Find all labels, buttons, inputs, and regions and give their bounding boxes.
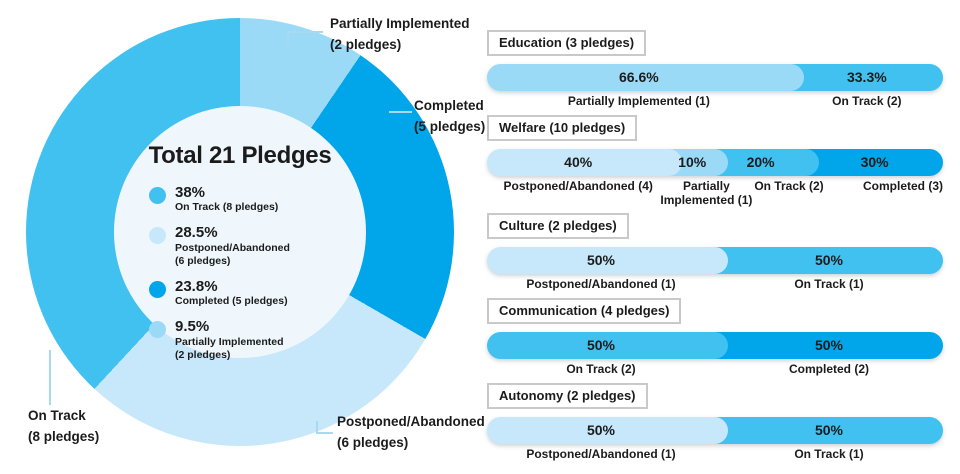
category-group: Autonomy (2 pledges) 50% 50% Postponed/Aban… xyxy=(487,382,943,462)
bar-segment xyxy=(487,148,683,176)
bar-segment xyxy=(487,416,728,444)
bar-segment xyxy=(715,148,820,176)
category-box: Education (3 pledges) xyxy=(487,30,647,56)
bar-segment-label: Postponed/Abandoned (1) xyxy=(487,446,715,462)
bar-segment-label-text: On Track (1) xyxy=(794,277,864,292)
stacked-bar: 50% 50% xyxy=(487,416,943,444)
callout-line-partially-implemented xyxy=(287,31,323,44)
bar-segment-label-text: Completed (2) xyxy=(788,362,869,377)
bar-segment-label: On Track (1) xyxy=(715,446,943,462)
bar-segment-label: On Track (1) xyxy=(715,278,943,292)
category-group: Culture (2 pledges) 50% 50% Postponed/Aband… xyxy=(487,213,943,292)
category-group: Communication (4 pledges) 50% 50% On Track … xyxy=(487,298,943,377)
bar-segment-label: Partially Implemented (1) xyxy=(660,179,752,208)
legend-dot-postponed-abandoned xyxy=(149,227,166,245)
bar-segment-pct: 40% xyxy=(564,153,593,170)
category-group: Welfare (10 pledges) 40% 10% 20% 30% Postpone… xyxy=(487,114,943,208)
bar-segment xyxy=(790,64,943,91)
bar-segment-label: Completed (3) xyxy=(835,178,960,208)
bar-segment-label-text: Partially Implemented (1) xyxy=(660,178,753,207)
bar-segment-pct: 20% xyxy=(746,153,775,170)
bar-segment xyxy=(715,247,943,275)
legend-label: Completed (5 pledges) xyxy=(175,295,288,308)
bar-segment-pct: 50% xyxy=(586,337,616,354)
callout-line-completed xyxy=(389,111,412,113)
callout-line-postponed-abandoned xyxy=(316,421,333,434)
callout-postponed-abandoned: Postponed/Abandoned (6 pledges) xyxy=(337,414,485,450)
bar-segment-pct: 50% xyxy=(586,252,616,269)
legend-label: Postponed/Abandoned (6 pledges) xyxy=(175,241,290,267)
bar-segment-pct: 30% xyxy=(860,153,889,170)
bar-segment-label-text: On Track (2) xyxy=(832,94,902,108)
donut-title: Total 21 Pledges xyxy=(148,142,332,169)
legend-item: 23.8%Completed (5 pledges) xyxy=(149,278,331,308)
legend-text: 23.8%Completed (5 pledges) xyxy=(175,278,288,308)
bar-labels-row: Postponed/Abandoned (1) On Track (1) xyxy=(487,278,943,292)
bar-segment-label-text: Postponed/Abandoned (4) xyxy=(503,178,653,193)
bar-segment-label-text: On Track (2) xyxy=(754,178,824,193)
category-box: Welfare (10 pledges) xyxy=(487,114,638,141)
bar-segment xyxy=(806,148,943,176)
legend-dot-partially-implemented xyxy=(149,321,166,339)
legend-percent: 28.5% xyxy=(175,224,218,242)
bar-segment-label: On Track (2) xyxy=(487,362,715,377)
callout-on-track: On Track (8 pledges) xyxy=(28,408,100,444)
bar-segment xyxy=(487,247,728,275)
bar-segment-pct: 66.6% xyxy=(618,69,659,85)
legend-item: 38%On Track (8 pledges) xyxy=(149,184,331,214)
bar-segment-label-text: Postponed/Abandoned (1) xyxy=(526,277,676,292)
legend-item: 9.5%Partially Implemented (2 pledges) xyxy=(149,318,331,362)
bar-segment-pct: 50% xyxy=(814,421,844,438)
legend-dot-completed xyxy=(149,280,166,298)
legend-label: On Track (8 pledges) xyxy=(175,201,279,214)
bar-segment-label: Partially Implemented (1) xyxy=(487,94,791,109)
bar-labels-row: Postponed/Abandoned (4) Partially Impleme… xyxy=(487,178,943,208)
category-box: Communication (4 pledges) xyxy=(487,298,682,325)
bar-segment-pct: 50% xyxy=(814,252,844,269)
legend-percent: 38% xyxy=(175,184,206,201)
bar-segment-label: Postponed/Abandoned (4) xyxy=(487,178,669,208)
category-box: Culture (2 pledges) xyxy=(487,213,629,240)
legend-percent: 23.8% xyxy=(175,277,218,295)
bar-segment xyxy=(715,416,943,444)
legend-text: 9.5%Partially Implemented (2 pledges) xyxy=(175,318,284,362)
bar-segment-label-text: Partially Implemented (1) xyxy=(567,94,710,108)
stacked-bar: 50% 50% xyxy=(487,247,943,275)
bar-segment xyxy=(715,332,943,360)
donut-chart-center: Total 21 Pledges 38%On Track (8 pledges)… xyxy=(114,106,366,361)
bar-segment-label-text: On Track (1) xyxy=(794,446,864,461)
legend-dot-on-track xyxy=(149,187,166,204)
category-box: Autonomy (2 pledges) xyxy=(487,382,648,409)
legend-item: 28.5%Postponed/Abandoned (6 pledges) xyxy=(149,224,331,268)
bar-segment-label-text: Postponed/Abandoned (1) xyxy=(526,446,676,461)
bar-segment-label: Postponed/Abandoned (1) xyxy=(487,278,715,292)
bar-segment xyxy=(487,332,728,360)
legend-percent: 9.5% xyxy=(175,318,210,336)
bar-segment-pct: 33.3% xyxy=(846,69,887,85)
bar-labels-row: Postponed/Abandoned (1) On Track (1) xyxy=(487,446,943,462)
bar-segment-label: On Track (2) xyxy=(743,178,834,208)
bar-segment-label: On Track (2) xyxy=(791,94,943,109)
stacked-bar: 66.6% 33.3% xyxy=(487,64,943,91)
bar-segment-label-text: Completed (3) xyxy=(862,178,943,193)
legend-text: 28.5%Postponed/Abandoned (6 pledges) xyxy=(175,224,290,268)
donut-legend: 38%On Track (8 pledges) 28.5%Postponed/Ab… xyxy=(149,184,331,372)
bar-segment-pct: 50% xyxy=(814,337,844,354)
legend-text: 38%On Track (8 pledges) xyxy=(175,184,278,214)
bar-segment-pct: 10% xyxy=(678,153,707,170)
bar-segment-label: Completed (2) xyxy=(715,362,943,377)
category-bars-panel: Education (3 pledges) 66.6% 33.3% Partially… xyxy=(487,30,943,468)
bar-segment xyxy=(487,64,804,91)
callout-partially-implemented: Partially Implemented (2 pledges) xyxy=(330,16,470,52)
bar-labels-row: On Track (2) Completed (2) xyxy=(487,362,943,377)
bar-segment-pct: 50% xyxy=(586,421,616,438)
callout-completed: Completed (5 pledges) xyxy=(414,98,486,134)
legend-label: Partially Implemented (2 pledges) xyxy=(175,335,284,361)
category-group: Education (3 pledges) 66.6% 33.3% Partially… xyxy=(487,30,943,109)
stacked-bar: 40% 10% 20% 30% xyxy=(487,148,943,176)
callout-line-on-track xyxy=(49,350,51,405)
bar-labels-row: Partially Implemented (1) On Track (2) xyxy=(487,94,943,109)
stacked-bar: 50% 50% xyxy=(487,332,943,360)
bar-segment-label-text: On Track (2) xyxy=(566,362,636,377)
